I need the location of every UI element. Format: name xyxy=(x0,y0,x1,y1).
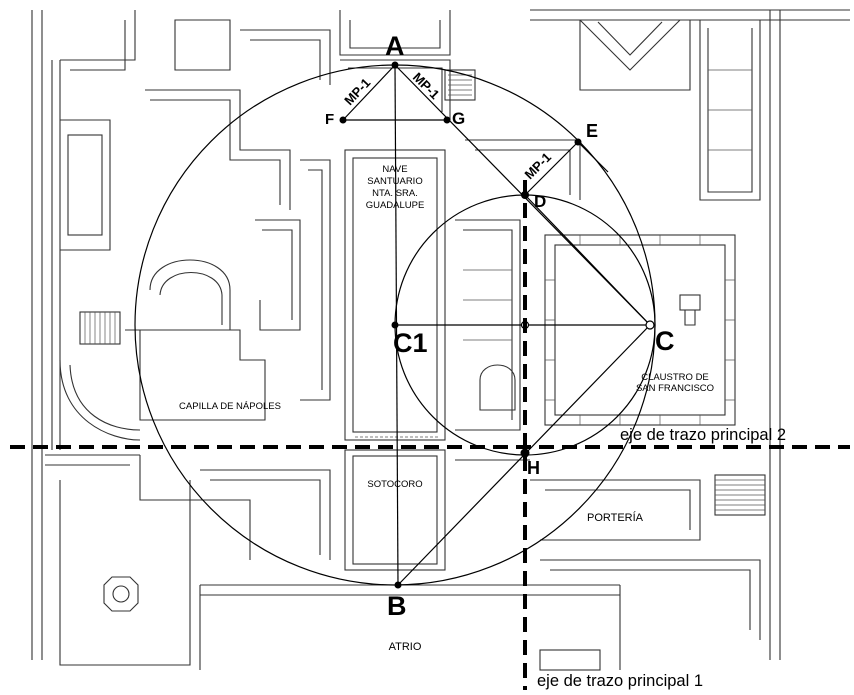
room-labels: NAVE SANTUARIO NTA. SRA. GUADALUPE CLAUS… xyxy=(179,164,714,653)
room-label-nave-2: SANTUARIO xyxy=(367,176,422,187)
cloister-plan xyxy=(544,234,736,426)
point-label-A: A xyxy=(385,31,405,61)
room-label-sotocoro: SOTOCORO xyxy=(367,479,422,490)
room-label-claustro-1: CLAUSTRO DE xyxy=(641,372,709,383)
room-label-nave-1: NAVE xyxy=(382,164,407,175)
room-label-capilla: CAPILLA DE NÁPOLES xyxy=(179,401,281,412)
stairs-left xyxy=(79,311,121,345)
principal-axes xyxy=(10,180,850,690)
point-label-H: H xyxy=(527,458,540,478)
room-label-atrio: ATRIO xyxy=(389,641,422,653)
point-label-C: C xyxy=(655,326,675,356)
line-E-perp xyxy=(577,141,609,173)
line-A-F xyxy=(342,64,396,121)
point-label-B: B xyxy=(387,591,407,621)
point-label-E: E xyxy=(586,121,598,141)
line-D-C xyxy=(524,194,651,326)
room-label-nave-4: GUADALUPE xyxy=(366,200,425,211)
point-marker-C1 xyxy=(391,321,399,329)
octagon-font xyxy=(103,576,139,612)
room-label-porteria: PORTERÍA xyxy=(587,511,644,524)
line-D-E xyxy=(524,141,579,196)
room-label-claustro-2: SAN FRANCISCO xyxy=(636,383,714,394)
point-label-D: D xyxy=(534,192,546,211)
room-label-nave-3: NTA. SRA. xyxy=(372,188,418,199)
point-marker-G xyxy=(443,116,451,124)
axis-label-1: eje de trazo principal 1 xyxy=(537,672,703,690)
point-marker-A xyxy=(391,61,399,69)
point-marker-H xyxy=(520,448,530,458)
point-label-G: G xyxy=(452,109,465,128)
point-marker-F xyxy=(339,116,347,124)
point-label-C1: C1 xyxy=(393,328,428,358)
point-marker-C xyxy=(645,320,655,330)
floor-plan-walls xyxy=(31,9,850,671)
point-label-F: F xyxy=(325,111,334,128)
point-marker-B xyxy=(394,581,402,589)
point-marker-E xyxy=(574,138,582,146)
axis-label-2: eje de trazo principal 2 xyxy=(620,426,786,444)
